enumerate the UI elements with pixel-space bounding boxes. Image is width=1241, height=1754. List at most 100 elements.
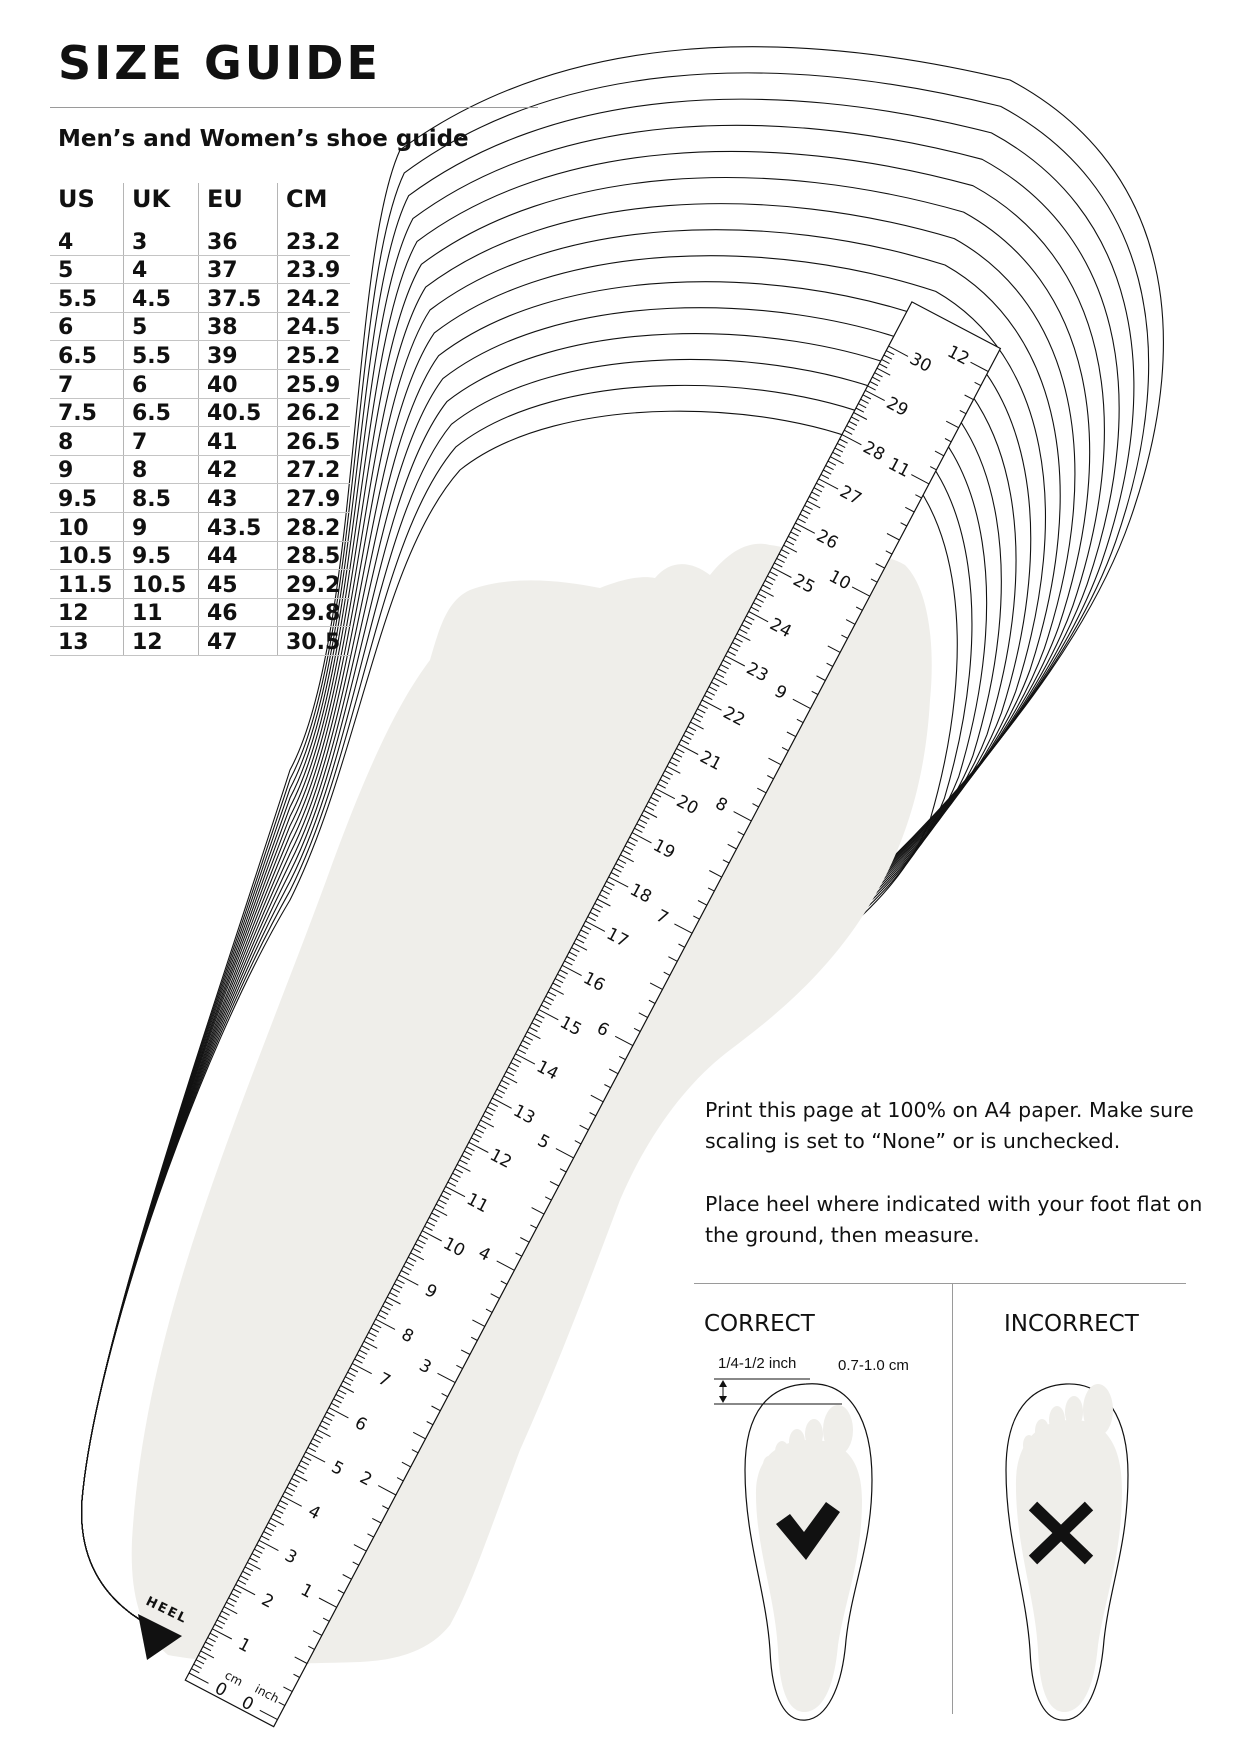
cm-tick — [326, 1411, 335, 1417]
cm-tick — [333, 1398, 342, 1404]
cm-tick — [300, 1460, 310, 1466]
inch-tick — [944, 438, 952, 443]
cm-tick — [459, 1159, 468, 1165]
page-title: SIZE GUIDE — [58, 36, 381, 90]
cm-tick — [816, 482, 825, 488]
cm-tick — [484, 1110, 494, 1116]
cm-tick — [657, 783, 666, 789]
toe-gap-cm: 0.7-1.0 cm — [838, 1357, 909, 1374]
cm-tick — [270, 1517, 285, 1526]
cm-tick — [470, 1137, 480, 1143]
cm-tick — [379, 1309, 389, 1315]
cm-tick — [289, 1482, 298, 1488]
gap-arrow-up — [719, 1380, 727, 1387]
inch-tick — [970, 361, 989, 372]
cm-tick — [578, 933, 587, 940]
cm-tick — [372, 1323, 382, 1329]
cm-tick — [650, 796, 659, 802]
cm-tick — [358, 1349, 368, 1355]
cm-tick — [340, 1385, 355, 1393]
cm-tick — [715, 672, 725, 679]
cm-tick — [531, 1022, 541, 1028]
cell-us: 7.5 — [50, 398, 124, 428]
cm-tick — [487, 1106, 496, 1112]
cm-tick — [512, 1057, 522, 1063]
correct-label: CORRECT — [704, 1311, 815, 1337]
cell-cm: 26.2 — [277, 398, 350, 428]
inch-tick — [845, 619, 856, 625]
inch-tick — [431, 1405, 441, 1412]
cm-tick — [559, 969, 568, 975]
cm-tick — [310, 1442, 319, 1448]
cm-tick — [286, 1486, 296, 1492]
inch-tick — [827, 645, 841, 653]
inch-tick — [816, 675, 826, 681]
cm-tick — [263, 1531, 272, 1537]
cm-tick — [769, 571, 778, 577]
toe-gap-inch: 1/4-1/2 inch — [718, 1355, 797, 1372]
correct-toe-2 — [805, 1419, 823, 1449]
cell-cm: 29.2 — [277, 569, 350, 599]
cm-tick — [869, 381, 879, 387]
cell-cm: 27.2 — [277, 455, 350, 485]
cell-uk: 3 — [123, 227, 199, 256]
cm-tick — [198, 1654, 207, 1660]
cm-tick — [193, 1663, 202, 1669]
cell-uk: 6.5 — [123, 398, 199, 428]
inch-tick — [352, 1561, 360, 1566]
inch-tick — [792, 698, 811, 710]
inch-tick — [768, 757, 782, 766]
cm-tick — [212, 1628, 233, 1640]
cell-cm: 28.2 — [277, 512, 350, 542]
column-header-uk: UK — [123, 183, 199, 227]
cm-tick — [468, 1141, 489, 1153]
cm-tick — [641, 814, 650, 820]
inch-tick — [353, 1544, 367, 1552]
cm-tick — [536, 1013, 545, 1019]
correct-toe-4 — [775, 1441, 789, 1463]
inch-tick — [294, 1656, 308, 1664]
cell-us: 10 — [50, 512, 124, 542]
inch-tick — [485, 1308, 493, 1313]
cm-tick — [799, 513, 809, 519]
cm-tick — [370, 1327, 380, 1333]
cm-tick — [846, 425, 855, 431]
cm-tick — [848, 420, 858, 426]
cm-tick — [627, 841, 636, 847]
cm-tick — [767, 575, 776, 581]
cm-tick — [571, 947, 580, 953]
cm-tick — [417, 1239, 426, 1245]
cm-tick — [405, 1261, 415, 1267]
cm-tick — [337, 1389, 347, 1395]
correct-foot-sole — [755, 1439, 862, 1713]
cm-tick — [652, 792, 662, 798]
cm-tick — [568, 951, 578, 957]
correct-big-toe — [823, 1405, 853, 1455]
cm-tick — [872, 376, 881, 382]
inch-tick — [318, 1597, 337, 1608]
cm-tick — [704, 695, 713, 701]
cm-tick — [407, 1256, 417, 1262]
cm-tick — [566, 956, 575, 962]
inch-tick — [472, 1319, 486, 1327]
cell-cm: 28.5 — [277, 541, 350, 571]
cm-tick — [396, 1278, 405, 1285]
cm-tick — [708, 686, 718, 692]
cm-tick — [792, 527, 802, 533]
cm-tick — [547, 991, 557, 997]
incorrect-toe-2 — [1065, 1396, 1083, 1428]
measuring-ruler: 0123456789101112131415161718192021222324… — [184, 301, 1002, 1728]
cm-tick — [284, 1491, 293, 1497]
cell-uk: 8 — [123, 455, 199, 485]
cm-tick — [699, 703, 708, 710]
cm-tick — [188, 1672, 209, 1684]
cell-us: 11.5 — [50, 569, 124, 599]
cm-tick — [645, 805, 655, 811]
cell-us: 5 — [50, 255, 124, 285]
inch-tick — [678, 943, 685, 948]
